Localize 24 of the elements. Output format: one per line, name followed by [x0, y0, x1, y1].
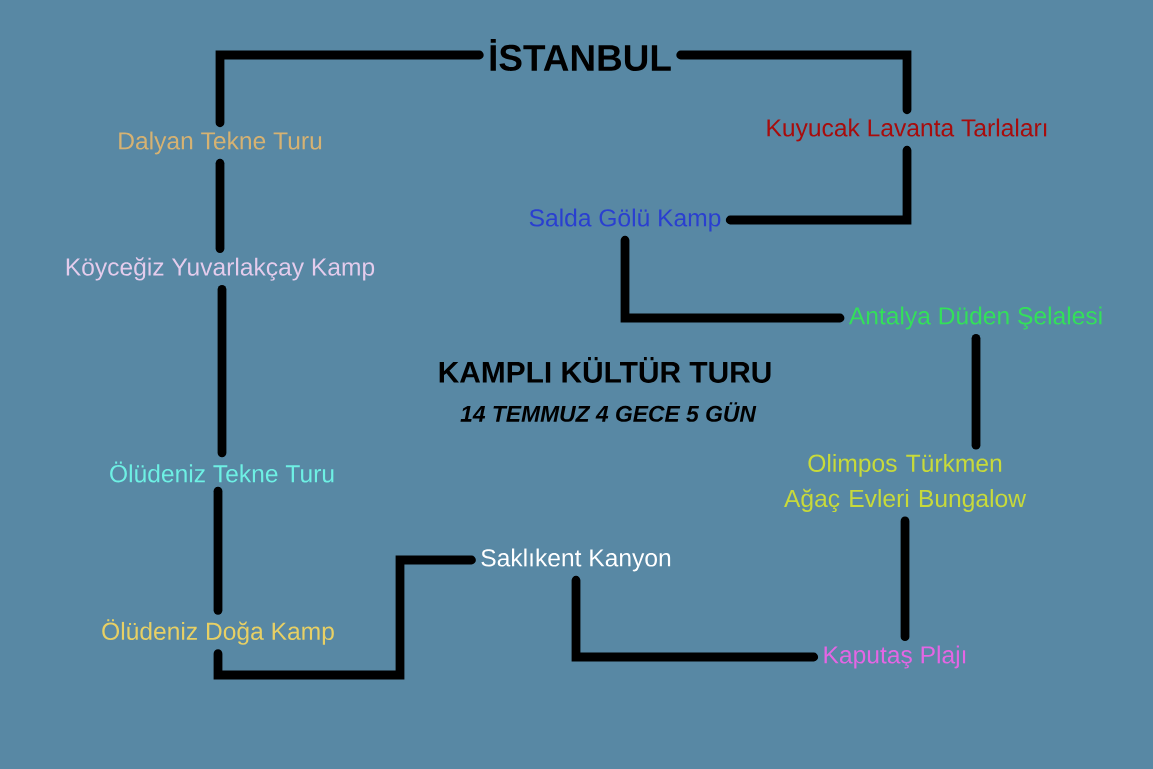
route-line [213, 486, 223, 615]
route-line [215, 50, 484, 128]
stop-label: Salda Gölü Kamp [529, 208, 721, 232]
stop-label: Kaputaş Plajı [824, 645, 966, 669]
route-line [725, 145, 912, 225]
stop-label: Köyceğiz Yuvarlakçay Kamp [66, 257, 375, 281]
stop-label: Saklıkent Kanyon [481, 548, 671, 572]
route-line [620, 235, 845, 323]
stop-label: Antalya Düden Şelalesi [848, 306, 1102, 330]
city-label: İSTANBUL [490, 39, 671, 71]
stop-label: Ölüdeniz Tekne Turu [110, 461, 334, 483]
stop-label: Kuyucak Lavanta Tarlaları [767, 118, 1047, 142]
stop-label: Dalyan Tekne Turu [119, 131, 322, 155]
route-line [971, 333, 981, 450]
title: KAMPLI KÜLTÜR TURU [439, 357, 771, 383]
route-line [213, 555, 476, 680]
route-line [571, 575, 819, 662]
route-line [900, 516, 910, 642]
stop-label: Olimpos Türkmen Ağaç Evleri Bungalow [784, 453, 1027, 513]
route-line [217, 285, 227, 458]
route-line [676, 50, 912, 115]
route-line [215, 158, 225, 253]
stop-label: Ölüdeniz Doğa Kamp [102, 619, 334, 645]
subtitle: 14 TEMMUZ 4 GECE 5 GÜN [460, 402, 757, 422]
